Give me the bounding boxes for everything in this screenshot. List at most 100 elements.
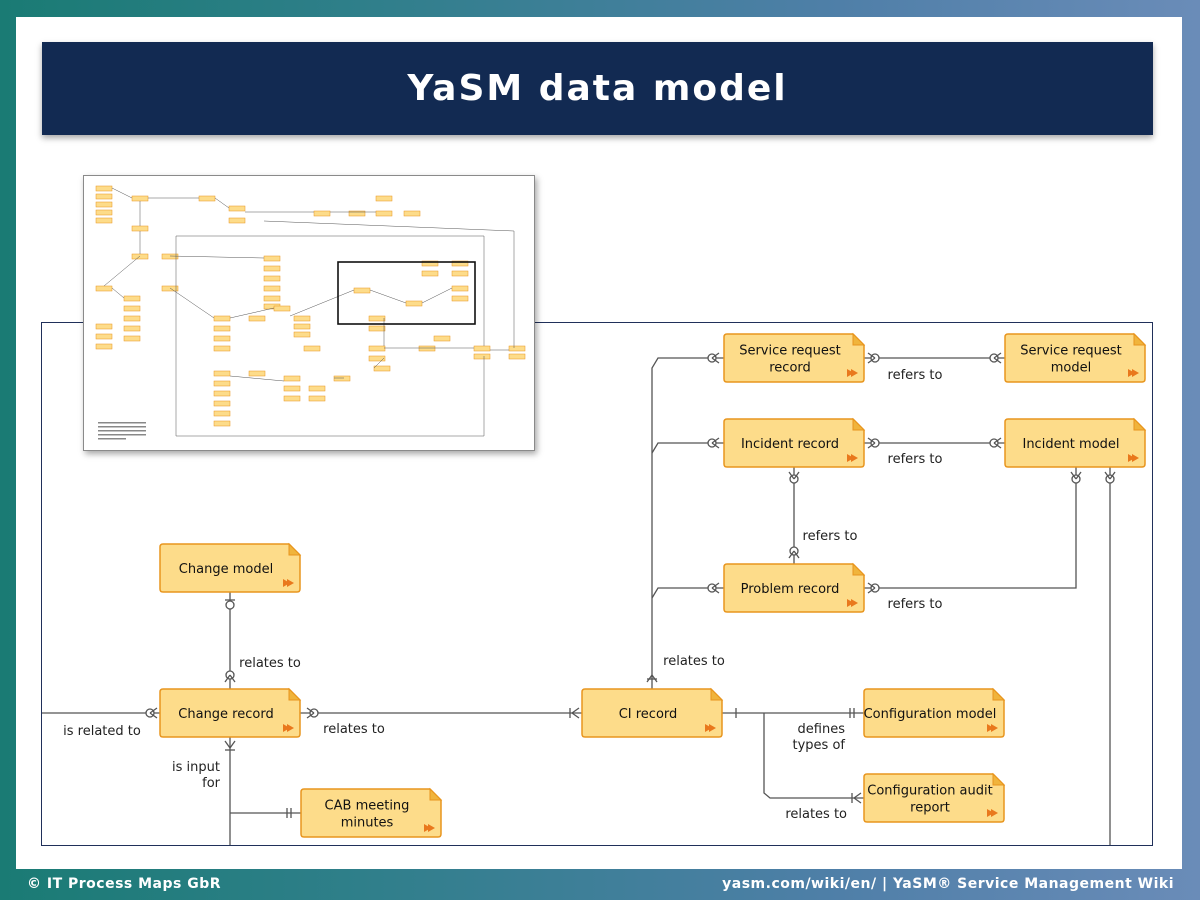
thumb-line xyxy=(214,197,230,209)
node-ci-record: CI record xyxy=(581,687,724,738)
thumb-node xyxy=(263,285,281,292)
node-label: model xyxy=(1051,361,1091,376)
thumb-node xyxy=(123,305,141,312)
node-shape xyxy=(863,688,1005,738)
thumb-line xyxy=(169,255,265,259)
thumb-node xyxy=(248,370,266,377)
thumb-note-line xyxy=(98,438,126,440)
thumb-node xyxy=(95,201,113,208)
thumb-node xyxy=(95,193,113,200)
node-shape xyxy=(159,543,301,593)
node-label: Configuration model xyxy=(864,707,997,722)
thumb-node xyxy=(213,420,231,427)
thumb-note-line xyxy=(98,422,146,424)
thumb-node xyxy=(433,335,451,342)
thumb-node xyxy=(421,260,439,267)
thumb-node xyxy=(123,335,141,342)
cardinality-many xyxy=(149,707,158,719)
node-shape xyxy=(159,688,301,738)
thumb-node xyxy=(283,375,301,382)
thumb-node xyxy=(123,325,141,332)
cardinality-many xyxy=(993,352,1002,364)
thumb-node xyxy=(263,255,281,262)
thumb-line xyxy=(103,255,141,287)
cardinality-many xyxy=(224,674,236,683)
thumb-line xyxy=(229,375,285,382)
footer-wiki-link[interactable]: yasm.com/wiki/en/ | YaSM® Service Manage… xyxy=(722,876,1174,892)
cardinality-many xyxy=(867,582,876,594)
edge-label-cr-cab: for xyxy=(202,776,221,791)
thumb-node xyxy=(313,210,331,217)
node-label: CI record xyxy=(619,707,678,722)
thumb-node xyxy=(368,355,386,362)
thumb-node xyxy=(263,275,281,282)
thumb-node xyxy=(348,210,366,217)
node-arrow-icon xyxy=(987,809,998,817)
thumb-node xyxy=(95,333,113,340)
node-incident-model: Incident model xyxy=(1004,417,1147,468)
thumb-line xyxy=(169,287,215,319)
thumb-node xyxy=(308,395,326,402)
thumb-node xyxy=(451,285,469,292)
thumb-node xyxy=(353,287,371,294)
cardinality-many xyxy=(711,582,720,594)
edge-label-ci-audit: relates to xyxy=(785,807,847,822)
overview-thumbnail xyxy=(83,175,535,451)
thumb-node xyxy=(368,325,386,332)
thumb-node xyxy=(161,285,179,292)
node-label: Change model xyxy=(179,562,273,577)
thumb-line xyxy=(373,357,385,369)
edge-label-cm-cr: relates to xyxy=(239,656,301,671)
page-title: YaSM data model xyxy=(407,68,788,109)
node-change-record: Change record xyxy=(159,687,302,738)
connector-line xyxy=(864,467,1077,589)
node-label: Incident record xyxy=(741,437,839,452)
thumb-node xyxy=(373,365,391,372)
node-shape xyxy=(1004,333,1146,383)
thumb-node xyxy=(418,345,436,352)
thumb-node xyxy=(508,353,526,360)
thumb-node xyxy=(273,305,291,312)
thumb-node xyxy=(95,285,113,292)
thumb-node xyxy=(451,295,469,302)
node-shape xyxy=(863,773,1005,823)
edge-label-ci-cfgmodel: types of xyxy=(793,738,846,753)
cardinality-many xyxy=(867,352,876,364)
node-shape xyxy=(300,788,442,838)
node-arrow-icon xyxy=(283,579,294,587)
thumb-note-line xyxy=(98,430,146,432)
cardinality-many xyxy=(788,550,800,559)
thumb-node xyxy=(263,295,281,302)
thumb-node xyxy=(95,323,113,330)
thumb-node xyxy=(293,315,311,322)
thumb-line xyxy=(111,187,133,199)
cardinality-many xyxy=(224,740,236,749)
thumb-node xyxy=(308,385,326,392)
thumb-node xyxy=(161,253,179,260)
thumb-node xyxy=(213,370,231,377)
thumb-line xyxy=(421,287,453,304)
cardinality-many xyxy=(1104,471,1116,480)
node-fold xyxy=(992,687,1006,701)
edge-label-ci-cfgmodel: defines xyxy=(798,722,846,737)
cardinality-zero xyxy=(225,600,235,610)
node-arrow-icon xyxy=(847,369,858,377)
thumb-line xyxy=(289,289,355,317)
node-label: record xyxy=(769,361,811,376)
thumb-node xyxy=(403,210,421,217)
node-fold xyxy=(852,332,866,346)
cardinality-many xyxy=(993,437,1002,449)
node-fold xyxy=(852,417,866,431)
thumb-node xyxy=(451,270,469,277)
thumb-node xyxy=(333,375,351,382)
thumb-node xyxy=(375,210,393,217)
node-fold xyxy=(288,542,302,556)
thumb-node xyxy=(213,390,231,397)
edge-label-pr-im: refers to xyxy=(888,597,943,612)
cardinality-many xyxy=(853,792,862,804)
thumb-node xyxy=(213,325,231,332)
node-shape xyxy=(581,688,723,738)
